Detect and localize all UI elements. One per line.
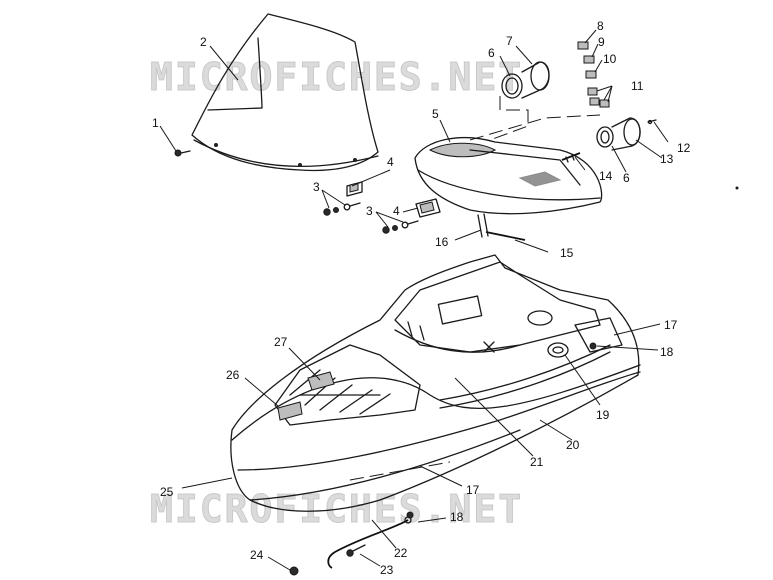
speck-mark [735, 186, 739, 190]
callout-20: 20 [566, 438, 580, 452]
callout-23: 23 [380, 563, 394, 577]
bracket-lower [415, 198, 441, 218]
callout-9: 9 [598, 35, 605, 49]
gauge-left [501, 73, 523, 99]
cable-rivet [406, 511, 414, 519]
assembly-line-gauge [489, 96, 529, 141]
callout-3-lower: 3 [366, 204, 373, 218]
gauge-right-body [611, 117, 641, 151]
dash-tab [477, 213, 489, 238]
hood-dash-panel [414, 136, 603, 215]
side-trim [439, 344, 611, 409]
watermark-top: MICROFICHES.NET [150, 55, 523, 99]
callout-16: 16 [435, 235, 449, 249]
switch-set [577, 41, 610, 108]
callout-1: 1 [152, 116, 159, 130]
callout-5: 5 [432, 107, 439, 121]
callout-22: 22 [394, 546, 408, 560]
callout-17-lower: 17 [466, 483, 480, 497]
hood-shell [230, 254, 641, 512]
callout-18-upper: 18 [660, 345, 674, 359]
callout-11: 11 [631, 79, 644, 93]
callout-24: 24 [250, 548, 264, 562]
callout-4-lower: 4 [393, 204, 400, 218]
hinge-strip [349, 461, 451, 481]
leader-lines [159, 29, 669, 571]
wire-clip [561, 152, 581, 163]
side-plate [574, 317, 623, 353]
windshield [191, 13, 379, 172]
vent-grille [274, 344, 421, 426]
cable-screw [346, 544, 366, 557]
callout-19: 19 [596, 408, 610, 422]
callout-10: 10 [603, 52, 617, 66]
callout-labels: 1 2 3 3 4 4 5 6 6 7 8 9 10 11 12 13 14 1… [152, 19, 691, 577]
cable-nut [289, 566, 299, 576]
callout-6-upper: 6 [488, 46, 495, 60]
callout-2: 2 [200, 35, 207, 49]
screw-set-upper [323, 202, 361, 216]
callout-18-lower: 18 [450, 510, 464, 524]
callout-14: 14 [599, 169, 613, 183]
callout-17-upper: 17 [664, 318, 678, 332]
callout-7: 7 [506, 34, 513, 48]
grommet [547, 342, 569, 358]
callout-3-upper: 3 [313, 180, 320, 194]
callout-27: 27 [274, 335, 288, 349]
callout-4-upper: 4 [387, 155, 394, 169]
callout-26: 26 [226, 368, 240, 382]
console-panel [394, 261, 601, 353]
bulb-pin [647, 119, 657, 125]
assembly-line-top [469, 114, 601, 141]
gauge-body [521, 61, 550, 99]
cable-strap [485, 231, 526, 241]
callout-13: 13 [660, 152, 674, 166]
callout-8: 8 [597, 19, 604, 33]
callout-12: 12 [677, 141, 691, 155]
callout-15: 15 [560, 246, 574, 260]
callout-6-lower: 6 [623, 171, 630, 185]
callout-25: 25 [160, 485, 174, 499]
callout-21: 21 [530, 455, 544, 469]
screw-set-lower [382, 220, 419, 234]
windshield-screw [174, 149, 191, 157]
bracket-upper [346, 181, 363, 197]
gauge-right-ring [596, 126, 614, 148]
